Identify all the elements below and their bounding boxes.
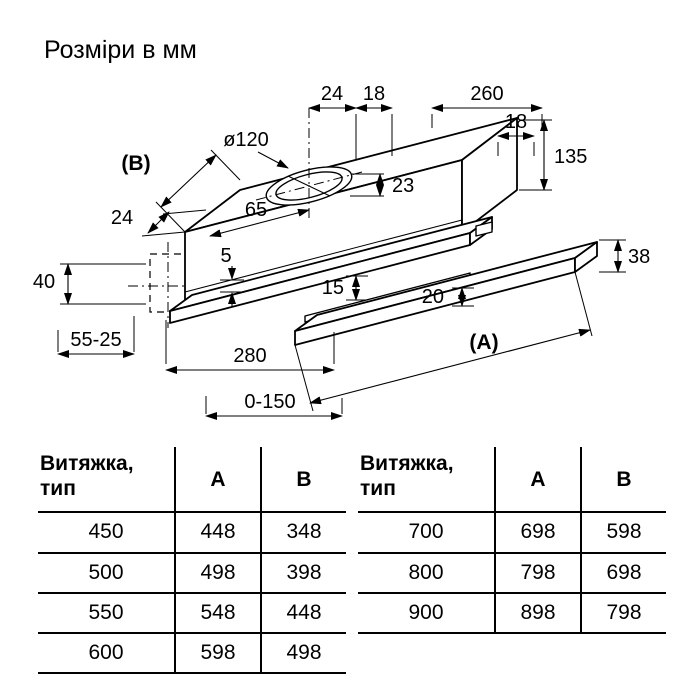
- cell-type: 600: [38, 632, 175, 675]
- cell-b: 498: [260, 632, 346, 675]
- cell-b: 798: [580, 592, 666, 634]
- dim-38: 38: [599, 239, 650, 273]
- cell-type: 550: [38, 592, 175, 634]
- dim-label-280: 280: [233, 345, 266, 367]
- dim-left-24: 24: [111, 207, 207, 237]
- dim-label-18-top: 18: [363, 83, 385, 105]
- table-row: 500 498 398: [38, 552, 346, 594]
- dim-label-135: 135: [554, 146, 587, 168]
- dim-15: 15: [322, 275, 368, 301]
- cell-b: 598: [580, 512, 666, 554]
- dim-label-a: (A): [469, 331, 498, 354]
- dim-a: (A): [294, 271, 593, 412]
- cell-type: 450: [38, 512, 175, 554]
- table-row: 700 698 598: [358, 512, 666, 554]
- dim-label-5: 5: [220, 245, 231, 267]
- cell-a: 698: [494, 512, 581, 554]
- table-row: 800 798 698: [358, 552, 666, 594]
- dim-label-18-right: 18: [505, 111, 527, 133]
- table-row: 450 448 348: [38, 512, 346, 554]
- cell-a: 798: [494, 552, 581, 594]
- cell-type: 800: [358, 552, 495, 594]
- page-title: Розміри в мм: [44, 36, 197, 64]
- chassis-slab: [169, 216, 493, 324]
- dim-top-24-18: 24 18: [308, 83, 393, 160]
- col-header-b: B: [580, 447, 666, 514]
- table-row: 600 598 498: [38, 632, 346, 675]
- cell-a: 448: [174, 512, 261, 554]
- cell-b: 348: [260, 512, 346, 554]
- cell-a: 898: [494, 592, 581, 634]
- table-header-row: Витяжка, тип A B: [38, 447, 346, 514]
- dim-label-65: 65: [245, 199, 267, 221]
- dim-65: 65: [209, 199, 310, 238]
- dim-135: 135: [519, 119, 587, 191]
- hood-dimension-drawing: 24 18 260 (B) ø120 18 135 23: [33, 83, 650, 420]
- table-row: 550 548 448: [38, 592, 346, 634]
- cell-a: 548: [174, 592, 261, 634]
- dim-label-260: 260: [470, 83, 503, 105]
- cell-type: 900: [358, 592, 495, 634]
- dim-280: 280: [165, 320, 335, 374]
- dim-0-150: 0-150: [205, 391, 343, 420]
- duct-collar: [255, 108, 363, 220]
- cell-a: 598: [174, 632, 261, 675]
- dim-40: 40: [33, 263, 146, 305]
- col-header-type: Витяжка, тип: [38, 447, 175, 514]
- dim-label-40: 40: [33, 271, 55, 293]
- dim-label-20: 20: [422, 286, 444, 308]
- dim-23: 23: [350, 173, 414, 197]
- cell-b: 698: [580, 552, 666, 594]
- col-header-type: Витяжка, тип: [358, 447, 495, 514]
- dim-label-15: 15: [322, 277, 344, 299]
- cell-type: 500: [38, 552, 175, 594]
- dim-duct-diameter: ø120: [223, 129, 289, 169]
- table-header-row: Витяжка, тип A B: [358, 447, 666, 514]
- cell-b: 398: [260, 552, 346, 594]
- col-header-a: A: [494, 447, 581, 514]
- dim-label-55-25: 55-25: [70, 329, 121, 351]
- dim-label-b: (B): [121, 152, 150, 175]
- dim-label-24-top: 24: [321, 83, 343, 105]
- dim-label-38: 38: [628, 246, 650, 268]
- dim-label-0-150: 0-150: [244, 391, 295, 413]
- col-header-b: B: [260, 447, 346, 514]
- dim-55-25: 55-25: [57, 316, 135, 358]
- pullout-visor: [294, 241, 598, 346]
- dim-label-diameter: ø120: [223, 129, 269, 151]
- dim-right-18: 18: [497, 111, 535, 156]
- cell-b: 448: [260, 592, 346, 634]
- col-header-a: A: [174, 447, 261, 514]
- dim-20: 20: [422, 286, 474, 308]
- hood-types-table-right: Витяжка, тип A B 700 698 598 800 798 698…: [358, 447, 666, 634]
- cell-a: 498: [174, 552, 261, 594]
- dim-5: 5: [220, 245, 244, 306]
- hood-types-table-left: Витяжка, тип A B 450 448 348 500 498 398…: [38, 447, 346, 675]
- cell-type: 700: [358, 512, 495, 554]
- dim-label-24-left: 24: [111, 207, 133, 229]
- table-row: 900 898 798: [358, 592, 666, 634]
- dim-b: (B): [121, 149, 241, 233]
- dim-label-23: 23: [392, 175, 414, 197]
